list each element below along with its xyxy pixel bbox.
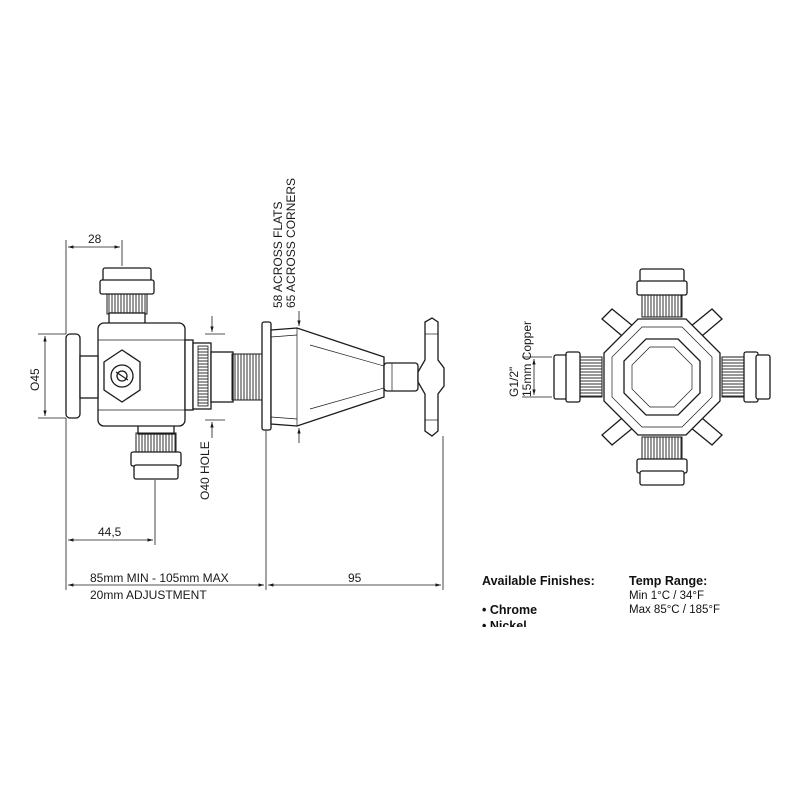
side-view: 28 O45 44,5 O40 HOLE 58 ACROSS [28,178,445,602]
left-end-cap [65,333,81,419]
dim-range-label: 85mm MIN - 105mm MAX [90,571,229,585]
clip-mask [470,627,800,800]
dim-o40-hole: O40 HOLE [198,316,225,500]
dim-28: 28 [65,232,123,334]
front-bottom-fitting [636,436,688,486]
dim-pipe-thread-label: G1/2" [507,367,521,397]
dim-pipe-copper-label: 15mm Copper [520,321,534,397]
front-right-fitting [721,351,771,403]
dim-o45-label: O45 [28,368,42,391]
hex-nut [103,349,141,403]
finishes-heading: Available Finishes: [482,574,595,588]
dim-across-flats: 58 ACROSS FLATS 65 ACROSS CORNERS [271,178,301,443]
dim-across-flats-label: 58 ACROSS FLATS [271,202,285,308]
front-view: G1/2" 15mm Copper [507,268,771,486]
temp-range-min: Min 1°C / 34°F [629,590,705,602]
top-pipe-fitting [99,267,155,326]
dim-o40-label: O40 HOLE [198,441,212,500]
cross-handle [417,317,445,437]
front-top-fitting [636,268,688,318]
dim-44-5: 44,5 [65,418,156,545]
temp-range-heading: Temp Range: [629,574,708,588]
finish-item-chrome: • Chrome [482,603,538,617]
dim-overall: 85mm MIN - 105mm MAX 20mm ADJUSTMENT 95 [65,430,444,602]
dim-95-label: 95 [348,571,362,585]
front-left-fitting [553,351,603,403]
cone-shroud [270,327,385,427]
dim-pipe: G1/2" 15mm Copper [507,321,552,398]
spindle [192,342,263,410]
dim-28-label: 28 [88,232,102,246]
wall-flange [261,321,272,431]
dim-44-5-label: 44,5 [98,525,122,539]
temp-range-max: Max 85°C / 185°F [629,604,721,616]
bottom-pipe-fitting [130,423,182,480]
dim-o45: O45 [28,333,66,419]
dim-adjustment-label: 20mm ADJUSTMENT [90,588,207,602]
dim-across-corners-label: 65 ACROSS CORNERS [284,178,298,308]
